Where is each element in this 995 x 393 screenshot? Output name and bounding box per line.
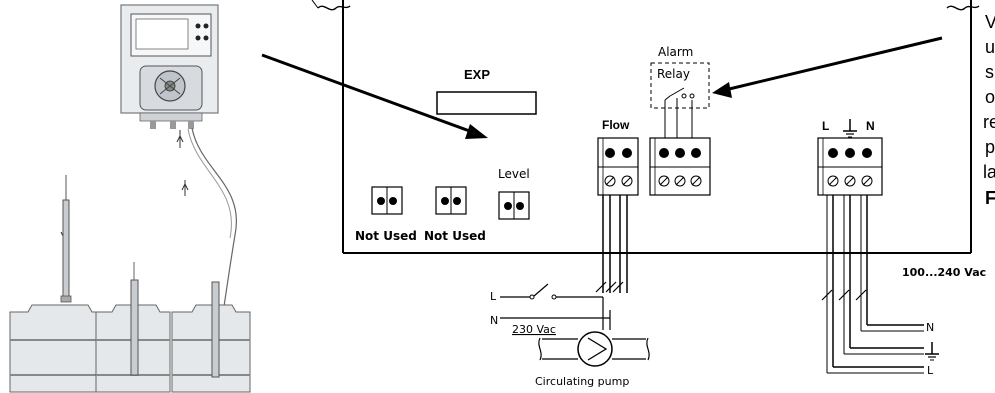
power-l-label: L	[822, 119, 829, 133]
exp-label: EXP	[464, 67, 490, 82]
side-text-line-4: o	[985, 87, 995, 107]
pump-l-label: L	[490, 290, 497, 303]
alarm-label: Alarm	[658, 45, 693, 59]
exp-connector: EXP	[436, 67, 537, 115]
control-board-outline	[311, 0, 980, 254]
tank-3	[171, 281, 251, 393]
level-label: Level	[498, 167, 530, 181]
side-text-line-6: p	[985, 137, 995, 157]
not-used-label-1: Not Used	[355, 229, 417, 243]
flow-wiring: L N 230 Vac Circulating pump	[490, 195, 650, 388]
flow-label: Flow	[602, 118, 630, 132]
pump-n-label: N	[490, 314, 498, 327]
side-text-line-2: u	[985, 37, 995, 57]
side-text-line-5: re	[983, 112, 995, 132]
side-text-line-7: la	[983, 162, 995, 182]
terminal-level: Level	[498, 167, 530, 220]
supply-n-label: N	[926, 321, 934, 334]
supply-voltage-label: 100...240 Vac	[902, 266, 986, 279]
side-text-line-1: V	[985, 12, 995, 32]
tank-2	[95, 262, 171, 393]
power-wiring: 100...240 Vac N L	[821, 195, 986, 377]
supply-ground-symbol	[925, 342, 939, 361]
terminal-flow: Flow	[597, 118, 639, 196]
tank-1	[9, 304, 111, 393]
pump-voltage-label: 230 Vac	[512, 323, 556, 336]
alarm-relay: Alarm Relay	[649, 45, 711, 196]
pointer-arrow-relay	[712, 36, 943, 98]
side-text-line-3: s	[985, 62, 994, 82]
circulating-pump-label: Circulating pump	[535, 375, 629, 388]
terminal-not-used-1: Not Used	[355, 186, 417, 243]
terminal-power: L N	[817, 119, 883, 196]
pump-unit	[120, 4, 219, 129]
ground-symbol	[843, 119, 857, 138]
circulating-pump-symbol	[577, 331, 613, 367]
side-text: V u s o re p la F	[983, 12, 995, 208]
pump-and-tank-illustration	[9, 4, 251, 393]
side-text-line-8: F	[985, 188, 995, 208]
supply-l-label: L	[927, 364, 934, 377]
relay-label: Relay	[657, 67, 690, 81]
level-probe	[60, 175, 72, 303]
not-used-label-2: Not Used	[424, 229, 486, 243]
terminal-not-used-2: Not Used	[424, 186, 486, 243]
pointer-arrow-level	[261, 53, 488, 139]
power-n-label: N	[866, 119, 875, 133]
